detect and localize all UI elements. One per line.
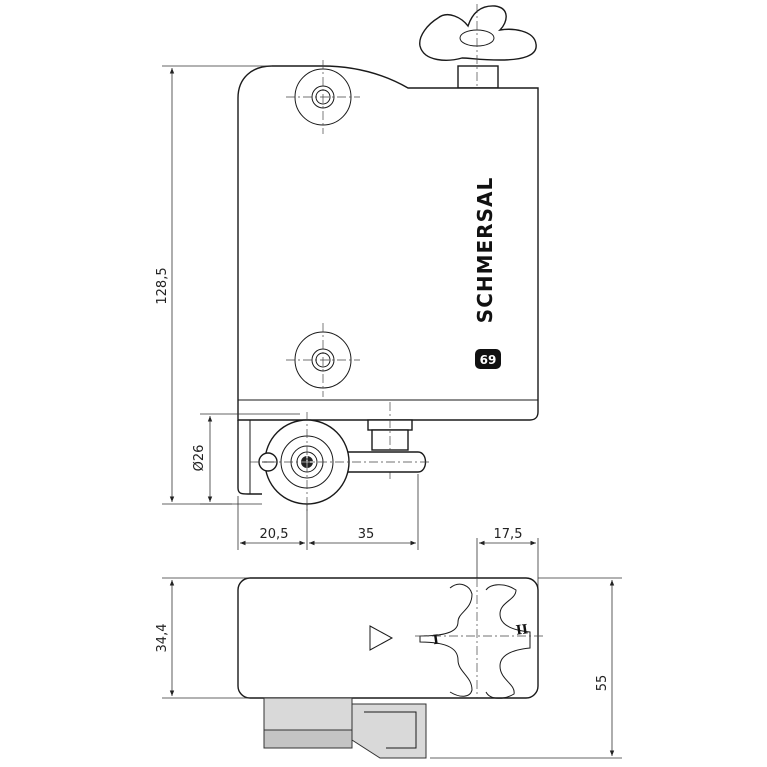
dim-offset-left-label: 20,5 bbox=[260, 527, 289, 542]
schmersal-logo: 69 bbox=[475, 349, 501, 369]
rotary-knob-top-view: I II bbox=[415, 578, 545, 699]
svg-text:69: 69 bbox=[480, 353, 497, 367]
dim-diameter: Ø26 bbox=[192, 413, 300, 505]
dim-knob-width: 17,5 bbox=[476, 527, 539, 590]
dim-offset-right-label: 35 bbox=[358, 527, 375, 542]
dim-horizontal-offsets: 20,5 35 bbox=[237, 474, 419, 550]
dim-depth-body-label: 34,4 bbox=[155, 624, 170, 653]
marker-position-one: I bbox=[432, 633, 440, 649]
front-view: SCHMERSAL 69 bbox=[155, 4, 539, 550]
brand-text: SCHMERSAL bbox=[473, 177, 497, 323]
dim-height-total-label: 128,5 bbox=[155, 267, 170, 304]
dim-knob-width-label: 17,5 bbox=[494, 527, 523, 542]
dim-diameter-label: Ø26 bbox=[192, 445, 207, 472]
actuator-top-view bbox=[263, 697, 427, 759]
main-housing: SCHMERSAL 69 bbox=[237, 60, 539, 421]
actuator-region bbox=[237, 402, 430, 512]
play-triangle-icon bbox=[369, 625, 394, 651]
dim-depth-total: 55 bbox=[430, 577, 622, 759]
marker-position-two: II bbox=[515, 622, 529, 639]
dim-depth-total-label: 55 bbox=[595, 675, 610, 692]
rotary-knob-top bbox=[419, 4, 537, 110]
mounting-hole-top bbox=[286, 60, 360, 134]
housing-top-view bbox=[237, 577, 539, 699]
top-view: 17,5 I II 34,4 bbox=[155, 527, 622, 759]
mounting-hole-bottom bbox=[286, 323, 360, 397]
dim-depth-body: 34,4 bbox=[155, 577, 250, 699]
